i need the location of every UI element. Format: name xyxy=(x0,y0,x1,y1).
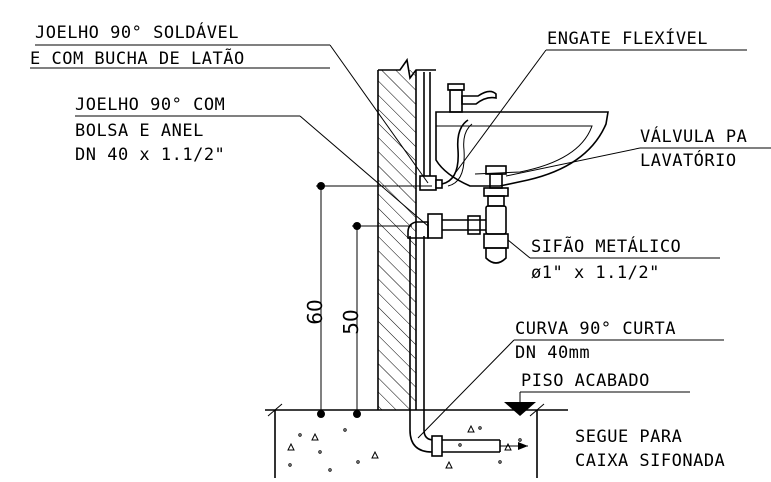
label-curva-1: CURVA 90° CURTA xyxy=(515,319,676,339)
label-joelho-soldavel-2: E COM BUCHA DE LATÃO xyxy=(30,47,245,69)
wash-basin xyxy=(435,111,609,187)
dimension-50: 50 xyxy=(339,222,412,418)
siphon xyxy=(440,165,509,264)
label-piso-acabado: PISO ACABADO xyxy=(521,371,650,391)
label-joelho-bolsa-2: BOLSA E ANEL xyxy=(75,121,204,141)
flexible-hose xyxy=(441,119,473,187)
dimension-60-label: 60 xyxy=(303,299,327,324)
label-joelho-bolsa-1: JOELHO 90° COM xyxy=(75,95,225,115)
supply-pipe xyxy=(419,72,443,191)
floor-slab xyxy=(265,403,568,478)
dimension-60: 60 xyxy=(303,182,432,418)
label-segue-1: SEGUE PARA xyxy=(575,427,682,447)
label-sifao-1: SIFÃO METÁLICO xyxy=(531,235,681,257)
label-engate-flexivel: ENGATE FLEXÍVEL xyxy=(547,27,708,49)
label-segue-2: CAIXA SIFONADA xyxy=(575,451,725,471)
label-valvula-1: VÁLVULA PA xyxy=(640,125,747,147)
dimension-50-label: 50 xyxy=(339,309,363,334)
leader-lines xyxy=(30,44,771,439)
label-sifao-2: ø1" x 1.1/2" xyxy=(531,263,660,283)
tap xyxy=(447,83,497,113)
label-valvula-2: LAVATÓRIO xyxy=(640,149,737,171)
annotations: JOELHO 90° SOLDÁVEL E COM BUCHA DE LATÃO… xyxy=(30,21,747,471)
label-curva-2: DN 40mm xyxy=(515,343,590,363)
drain-pipe xyxy=(407,213,528,457)
label-joelho-soldavel-1: JOELHO 90° SOLDÁVEL xyxy=(35,21,239,43)
label-joelho-bolsa-3: DN 40 x 1.1/2" xyxy=(75,145,225,165)
